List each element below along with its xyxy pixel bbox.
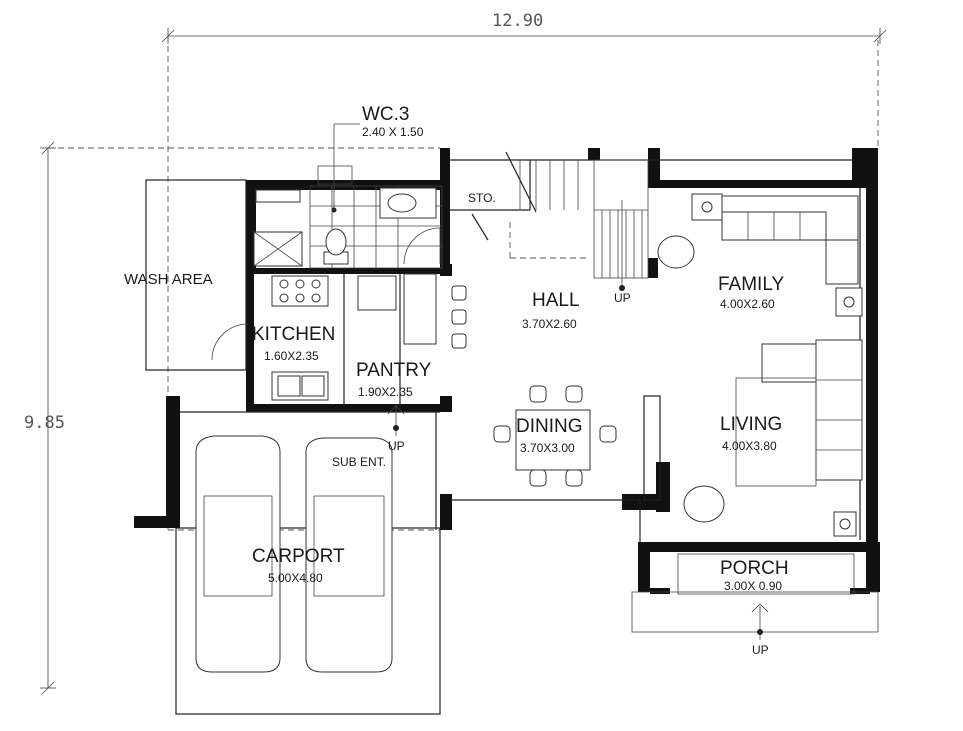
height-dimension: 9.85 bbox=[24, 413, 65, 433]
sub-ent-up-label: UP bbox=[388, 439, 405, 453]
carport-size: 5.00X4.80 bbox=[268, 571, 323, 585]
stair-up-label: UP bbox=[614, 291, 631, 305]
dimension-lines bbox=[40, 28, 887, 695]
dining-size: 3.70X3.00 bbox=[520, 441, 575, 455]
wash-area-label: WASH AREA bbox=[124, 271, 213, 288]
wc-size: 2.40 X 1.50 bbox=[362, 125, 424, 139]
sto-label: STO. bbox=[468, 191, 496, 205]
porch-up-label: UP bbox=[752, 643, 769, 657]
pantry-size: 1.90X2.35 bbox=[358, 385, 413, 399]
porch-steps bbox=[387, 404, 879, 640]
wc-name: WC.3 bbox=[362, 104, 410, 125]
family-name: FAMILY bbox=[718, 274, 784, 295]
walls bbox=[134, 148, 880, 594]
living-size: 4.00X3.80 bbox=[722, 439, 777, 453]
pantry-fixtures bbox=[357, 273, 467, 349]
porch-size: 3.00X 0.90 bbox=[724, 579, 782, 593]
family-size: 4.00X2.60 bbox=[720, 297, 775, 311]
wash-area bbox=[145, 179, 247, 371]
dining-furniture bbox=[493, 385, 617, 487]
kitchen-fixtures bbox=[211, 189, 329, 401]
width-dimension: 12.90 bbox=[492, 11, 543, 31]
wc-fixtures bbox=[309, 123, 443, 269]
staircase bbox=[471, 151, 649, 291]
living-furniture bbox=[683, 339, 863, 537]
sub-ent-label: SUB ENT. bbox=[332, 455, 386, 469]
family-furniture bbox=[657, 193, 863, 317]
kitchen-name: KITCHEN bbox=[252, 324, 335, 345]
porch-name: PORCH bbox=[720, 558, 789, 579]
pantry-name: PANTRY bbox=[356, 360, 432, 381]
hall-name: HALL bbox=[532, 290, 580, 311]
carport-cars bbox=[195, 435, 393, 673]
kitchen-size: 1.60X2.35 bbox=[264, 349, 319, 363]
living-name: LIVING bbox=[720, 414, 782, 435]
hall-size: 3.70X2.60 bbox=[522, 317, 577, 331]
dining-name: DINING bbox=[516, 416, 583, 437]
carport-name: CARPORT bbox=[252, 546, 345, 567]
